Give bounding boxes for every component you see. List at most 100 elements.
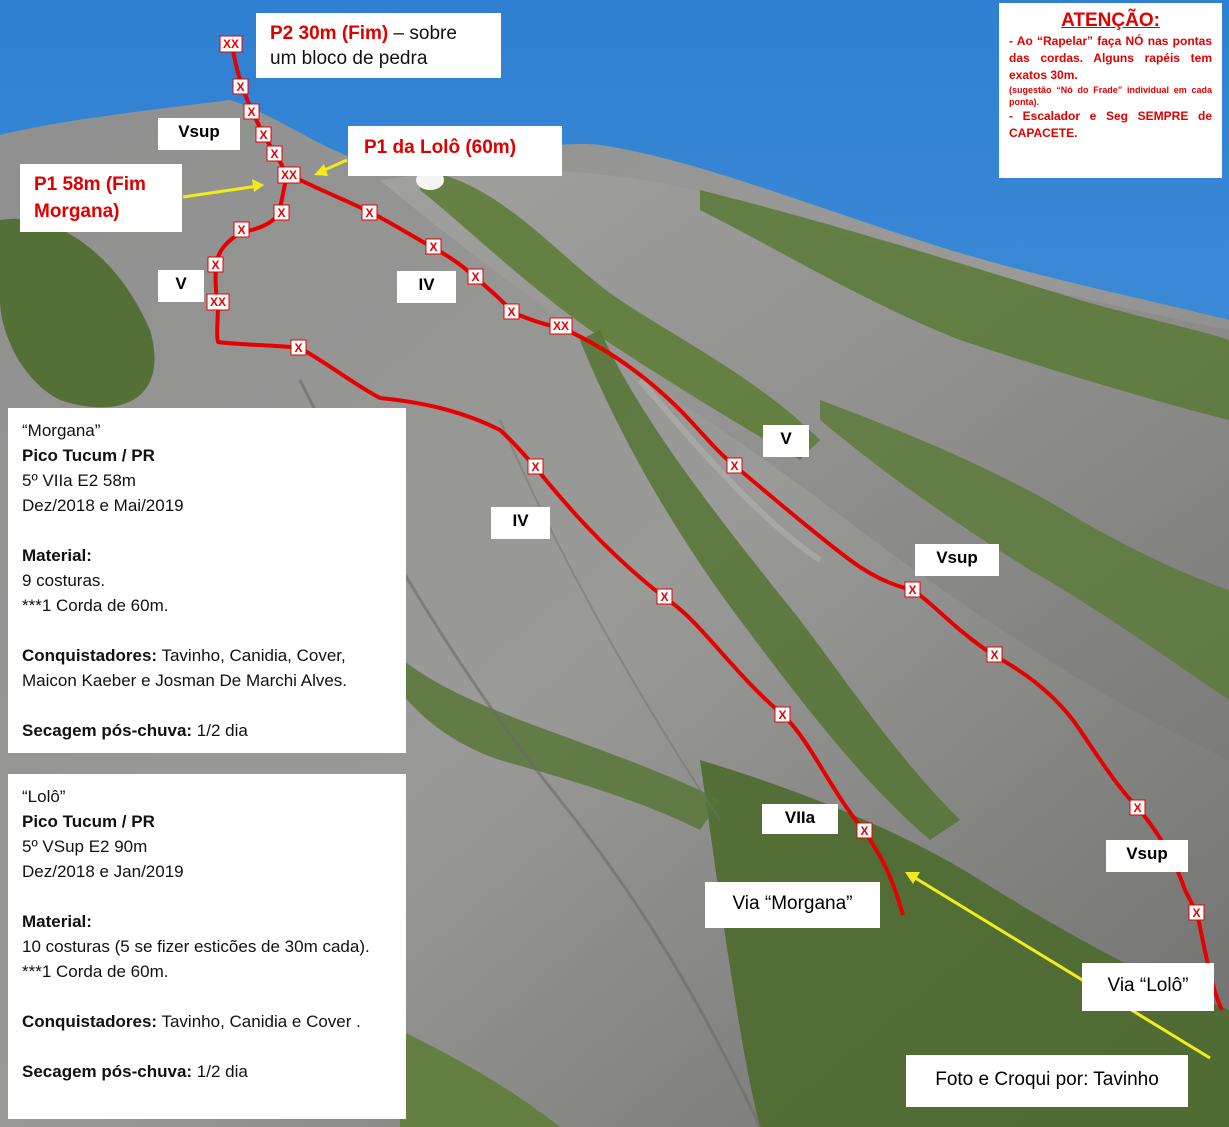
route-dates: Dez/2018 e Jan/2019 xyxy=(22,862,184,881)
svg-text:X: X xyxy=(277,206,285,220)
bolt: X xyxy=(232,78,249,95)
bolt: X xyxy=(266,145,283,162)
bolt: X xyxy=(233,221,250,238)
bolt: X xyxy=(361,204,378,221)
grade-label: Vsup xyxy=(158,118,240,150)
bolt: X xyxy=(656,588,673,605)
svg-text:XX: XX xyxy=(223,37,239,51)
grade-label: V xyxy=(763,425,809,457)
svg-text:X: X xyxy=(860,824,868,838)
material-2: ***1 Corda de 60m. xyxy=(22,962,169,981)
bolt: X xyxy=(290,339,307,356)
photo-credit: Foto e Croqui por: Tavinho xyxy=(906,1055,1188,1107)
vegetation-band xyxy=(820,400,1229,700)
conq-names: Tavinho, Canidia, Cover, Maicon Kaeber e… xyxy=(22,646,348,690)
route-dates: Dez/2018 e Mai/2019 xyxy=(22,496,184,515)
secagem: Secagem pós-chuva: 1/2 dia xyxy=(22,1059,392,1084)
attention-title: ATENÇÃO: xyxy=(1061,10,1160,31)
bolt: X xyxy=(1129,799,1146,816)
bolt: X xyxy=(467,268,484,285)
bolt: X xyxy=(904,581,921,598)
attention-line1-note: (sugestão “Nó do Frade” individual em ca… xyxy=(1009,85,1212,107)
material-1: 10 costuras (5 se fizer esticões de 30m … xyxy=(22,937,370,956)
bolt: X xyxy=(856,822,873,839)
callout-p1-morgana: P1 58m (Fim Morgana) xyxy=(20,164,182,232)
callout-p2-rest: – sobre um bloco de pedra xyxy=(270,23,457,69)
dry-value: 1/2 dia xyxy=(192,1062,248,1081)
dry-value: 1/2 dia xyxy=(192,721,248,740)
svg-text:XX: XX xyxy=(281,168,297,182)
svg-text:X: X xyxy=(660,590,668,604)
svg-text:X: X xyxy=(1133,801,1141,815)
bolt: X xyxy=(243,103,260,120)
callout-p2-strong: P2 30m (Fim) xyxy=(270,23,389,44)
attention-line1: - Ao “Rapelar” faça NÓ nas pontas das co… xyxy=(1009,34,1212,82)
route-grade: 5º VSup E2 90m xyxy=(22,837,148,856)
vegetation-band xyxy=(700,760,1229,1127)
svg-text:X: X xyxy=(294,341,302,355)
bolt-double: XX xyxy=(206,293,230,311)
bolt: X xyxy=(1188,904,1205,921)
svg-text:X: X xyxy=(237,223,245,237)
bolt: X xyxy=(986,646,1003,663)
vegetation-band xyxy=(400,1030,560,1127)
material-1: 9 costuras. xyxy=(22,571,106,590)
svg-text:X: X xyxy=(247,105,255,119)
route-name: “Lolô” xyxy=(22,787,66,806)
bolt: X xyxy=(527,458,544,475)
svg-text:XX: XX xyxy=(210,295,226,309)
attention-line2: - Escalador e Seg SEMPRE de CAPACETE. xyxy=(1009,109,1212,140)
grade-label: Vsup xyxy=(915,544,999,576)
route-place: Pico Tucum / PR xyxy=(22,446,155,465)
vegetation-band xyxy=(380,640,720,830)
bolt-double: XX xyxy=(549,317,573,335)
callout-p2: P2 30m (Fim) – sobre um bloco de pedra xyxy=(256,13,501,78)
vegetation-band xyxy=(700,190,1229,420)
svg-text:X: X xyxy=(429,240,437,254)
svg-text:X: X xyxy=(270,147,278,161)
svg-text:X: X xyxy=(531,460,539,474)
bolt: X xyxy=(425,238,442,255)
vegetation-band xyxy=(420,170,820,460)
grade-label: VIIa xyxy=(762,804,838,834)
material-label: Material: xyxy=(22,546,92,565)
svg-text:X: X xyxy=(365,206,373,220)
grade-label: IV xyxy=(397,271,456,303)
vegetation-band xyxy=(580,330,960,840)
conq-names: Tavinho, Canidia e Cover . xyxy=(157,1012,361,1031)
bolt-double: XX xyxy=(219,35,243,53)
conquistadores: Conquistadores: Tavinho, Canidia e Cover… xyxy=(22,1009,392,1034)
material-2: ***1 Corda de 60m. xyxy=(22,596,169,615)
dry-label: Secagem pós-chuva: xyxy=(22,721,193,740)
bolt: X xyxy=(207,256,224,273)
svg-text:X: X xyxy=(990,648,998,662)
svg-text:X: X xyxy=(236,80,244,94)
bolt: X xyxy=(774,706,791,723)
grade-label: V xyxy=(158,270,204,302)
bolt: X xyxy=(273,204,290,221)
vegetation-band xyxy=(0,218,155,408)
svg-text:X: X xyxy=(778,708,786,722)
svg-text:X: X xyxy=(908,583,916,597)
svg-text:X: X xyxy=(211,258,219,272)
conquistadores: Conquistadores: Tavinho, Canidia, Cover,… xyxy=(22,643,392,693)
info-morgana: “Morgana” Pico Tucum / PR 5º VIIa E2 58m… xyxy=(8,408,406,753)
attention-box: ATENÇÃO: - Ao “Rapelar” faça NÓ nas pont… xyxy=(999,3,1222,178)
svg-text:XX: XX xyxy=(553,319,569,333)
bolt: X xyxy=(726,457,743,474)
yellow-arrows xyxy=(182,158,1211,1060)
dry-label: Secagem pós-chuva: xyxy=(22,1062,193,1081)
route-label-lolo: Via “Lolô” xyxy=(1082,963,1214,1011)
info-lolo: “Lolô” Pico Tucum / PR 5º VSup E2 90m De… xyxy=(8,774,406,1119)
bolt: X xyxy=(255,126,272,143)
svg-text:X: X xyxy=(730,459,738,473)
conq-label: Conquistadores: xyxy=(22,646,158,665)
bolt-double: XX xyxy=(277,166,301,184)
grade-label: IV xyxy=(491,507,550,539)
grade-label: Vsup xyxy=(1106,840,1188,872)
material-label: Material: xyxy=(22,912,92,931)
svg-text:X: X xyxy=(471,270,479,284)
bolt: X xyxy=(503,303,520,320)
secagem: Secagem pós-chuva: 1/2 dia xyxy=(22,718,392,743)
svg-text:X: X xyxy=(259,128,267,142)
